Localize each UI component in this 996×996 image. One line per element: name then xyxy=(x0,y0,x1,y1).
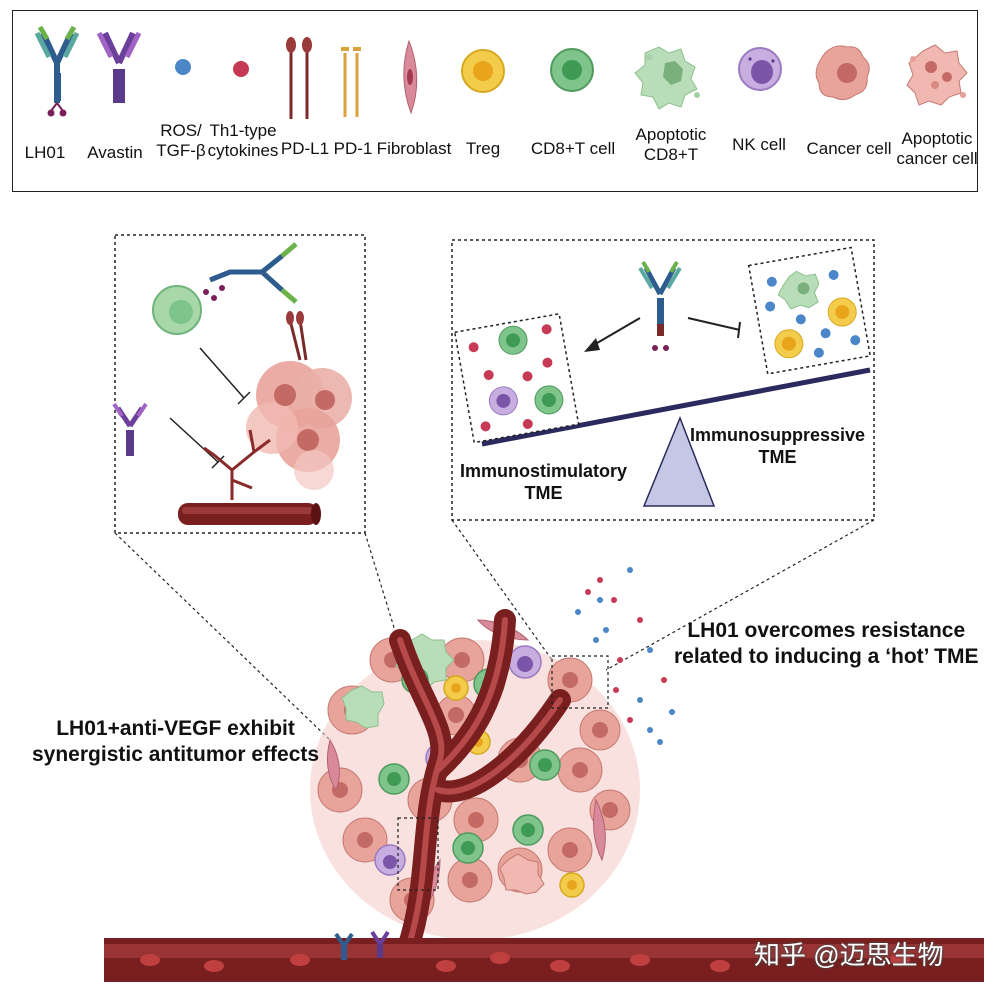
avastin-antibody-icon xyxy=(96,31,142,103)
legend-label-cd8: CD8+T cell xyxy=(530,139,616,158)
legend-label-cancer: Cancer cell xyxy=(806,139,892,158)
left-inset-box xyxy=(114,234,366,534)
treg-icon xyxy=(461,49,505,93)
legend-label-fibroblast: Fibroblast xyxy=(376,139,452,158)
legend-box: LH01 Avastin ROS/ TGF-β Th1-type cytokin… xyxy=(12,10,978,192)
legend-label-pd-1: PD-1 xyxy=(333,139,373,158)
legend-label-apoptotic-cancer: Apoptotic cancer cell xyxy=(896,129,978,168)
legend-label-lh01: LH01 xyxy=(24,143,66,162)
th1-cytokine-icon xyxy=(233,61,249,77)
apoptotic-cd8-icon xyxy=(634,46,700,110)
legend-label-avastin: Avastin xyxy=(87,143,143,162)
legend-label-treg: Treg xyxy=(465,139,501,158)
legend-label-th1: Th1-type cytokines xyxy=(207,121,279,160)
lh01-antibody-icon xyxy=(34,25,80,117)
left-caption: LH01+anti-VEGF exhibit synergistic antit… xyxy=(32,717,320,766)
legend-label-apoptotic-cd8: Apoptotic CD8+T xyxy=(635,125,707,164)
immunostimulatory-label: Immunostimulatory TME xyxy=(460,461,628,503)
pd-1-icon xyxy=(341,47,361,117)
right-caption: LH01 overcomes resistance related to ind… xyxy=(674,619,979,668)
immunosuppressive-label: Immunosuppressive TME xyxy=(690,425,866,467)
ros-tgf-beta-icon xyxy=(175,59,191,75)
pd-l1-icon xyxy=(286,37,312,119)
legend-label-pd-l1: PD-L1 xyxy=(280,139,330,158)
inset-tumor-cluster xyxy=(246,361,352,490)
legend-icons xyxy=(34,25,968,119)
cytokine-spray xyxy=(575,567,675,745)
legend-label-nk: NK cell xyxy=(732,135,786,154)
nk-cell-icon xyxy=(738,47,782,91)
cancer-cell-icon xyxy=(815,45,870,101)
tumor-mass xyxy=(310,609,640,959)
legend-label-ros: ROS/ TGF-β xyxy=(156,121,206,160)
apoptotic-cancer-cell-icon xyxy=(906,44,968,106)
cd8-t-cell-icon xyxy=(550,48,594,92)
watermark: 知乎 @迈思生物 xyxy=(754,940,944,970)
